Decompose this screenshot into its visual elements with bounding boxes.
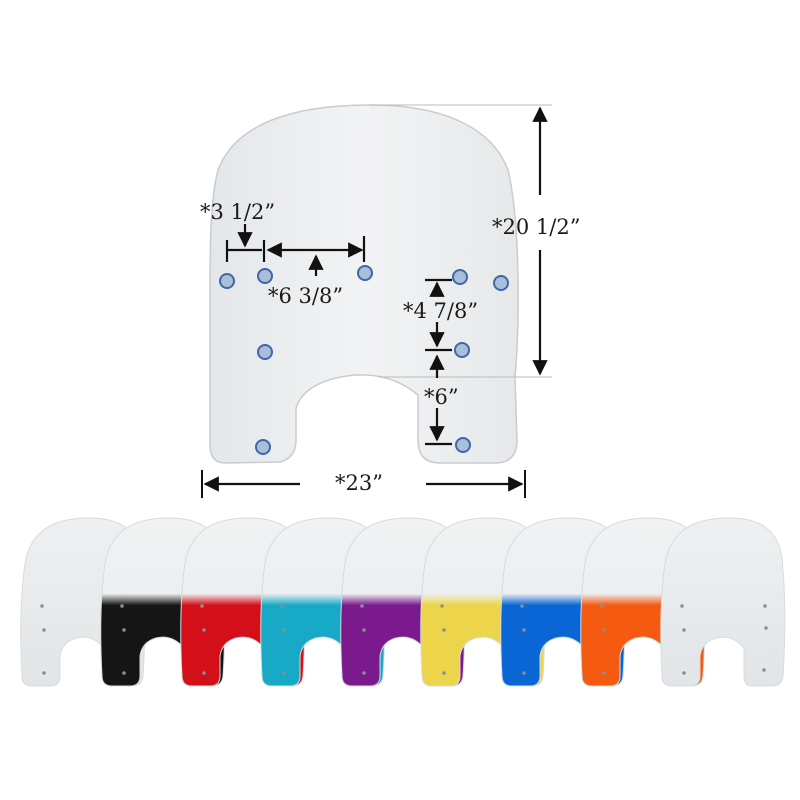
swatch-mounting-dot xyxy=(282,671,286,675)
swatch-mounting-dot xyxy=(763,604,767,608)
dimension-label-4-7-8: *4 7/8” xyxy=(403,299,478,323)
dimension-arrows xyxy=(203,106,548,492)
swatch-mounting-dot xyxy=(680,604,684,608)
dimension-label-23: *23” xyxy=(335,471,383,495)
mounting-hole xyxy=(357,265,373,281)
swatch-mounting-dot xyxy=(42,628,46,632)
swatch-mounting-dot xyxy=(360,604,364,608)
mounting-hole xyxy=(452,269,468,285)
swatch-mounting-dot xyxy=(442,671,446,675)
dimension-label-6-3-8: *6 3/8” xyxy=(268,284,343,308)
mounting-hole xyxy=(454,342,470,358)
mounting-holes xyxy=(219,265,509,455)
swatch-mounting-dot xyxy=(40,604,44,608)
dimension-label-20-1-2: *20 1/2” xyxy=(492,215,580,239)
mounting-hole xyxy=(455,437,471,453)
swatch-mounting-dot xyxy=(200,604,204,608)
swatch-mounting-dot xyxy=(122,628,126,632)
mounting-hole xyxy=(257,344,273,360)
dimension-label-6: *6” xyxy=(424,385,459,409)
swatch-mounting-dot xyxy=(202,671,206,675)
color-options-row xyxy=(20,517,786,687)
swatch-mounting-dot xyxy=(602,671,606,675)
dimension-label-3-1-2: *3 1/2” xyxy=(200,200,275,224)
swatch-mounting-dot xyxy=(682,628,686,632)
swatch-mounting-dot xyxy=(602,628,606,632)
swatch-mounting-dot xyxy=(522,671,526,675)
mounting-hole xyxy=(257,268,273,284)
mounting-hole xyxy=(219,273,235,289)
mounting-hole xyxy=(493,275,509,291)
swatch-mounting-dot xyxy=(362,628,366,632)
mounting-hole xyxy=(255,439,271,455)
swatch-mounting-dot xyxy=(682,671,686,675)
swatch-mounting-dot xyxy=(280,604,284,608)
windshield-outline xyxy=(209,104,519,464)
swatch-mounting-dot xyxy=(120,604,124,608)
swatch-mounting-dot xyxy=(362,671,366,675)
swatch-mounting-dot xyxy=(42,671,46,675)
swatch-mounting-dot xyxy=(600,604,604,608)
color-option-clear-light xyxy=(660,517,786,687)
swatch-mounting-dot xyxy=(442,628,446,632)
swatch-mounting-dot xyxy=(440,604,444,608)
swatch-mounting-dot xyxy=(282,628,286,632)
swatch-mounting-dot xyxy=(520,604,524,608)
swatch-mounting-dot xyxy=(764,626,768,630)
swatch-mounting-dot xyxy=(122,671,126,675)
swatch-mounting-dot xyxy=(762,668,766,672)
swatch-mounting-dot xyxy=(522,628,526,632)
swatch-mounting-dot xyxy=(202,628,206,632)
